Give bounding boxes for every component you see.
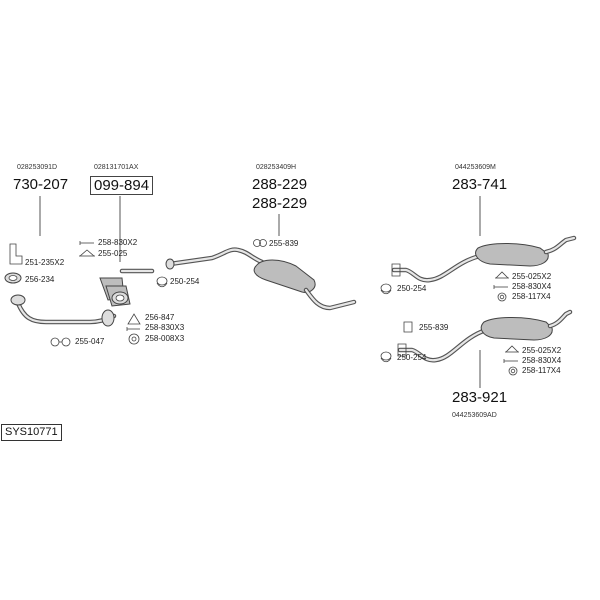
part-250-254-c[interactable]: 250-254 bbox=[397, 353, 427, 362]
clamp-255-025x2-a bbox=[495, 271, 509, 279]
oem-code-rear-top: 044253609M bbox=[455, 164, 496, 171]
system-code-label: SYS10771 bbox=[1, 424, 62, 441]
gasket-258-117x4-a bbox=[497, 292, 507, 302]
part-number-rear-bottom[interactable]: 283-921 bbox=[452, 389, 508, 406]
front-pipe bbox=[10, 294, 117, 327]
gasket-258-117x4-b bbox=[508, 366, 518, 376]
part-255-025[interactable]: 255-025 bbox=[98, 249, 128, 258]
oem-code-cat: 028131701AX bbox=[94, 164, 139, 171]
part-number-front[interactable]: 730-207 bbox=[13, 176, 69, 193]
clamp-255-025 bbox=[79, 249, 95, 257]
part-258-117x4-a[interactable]: 258-117X4 bbox=[512, 292, 551, 301]
clamp-255-025x2-b bbox=[505, 345, 519, 353]
bolt-258-830x4-a bbox=[493, 285, 508, 289]
ring-250-254-b bbox=[380, 283, 392, 295]
oem-code-middle: 028253409H bbox=[256, 164, 297, 171]
hanger-255-047 bbox=[50, 337, 71, 347]
bolt-258-830x4-b bbox=[503, 359, 518, 363]
bolt-258-830x3 bbox=[126, 327, 140, 331]
part-number-middle-b[interactable]: 288-229 bbox=[252, 195, 308, 212]
part-258-830x3[interactable]: 258-830X3 bbox=[145, 323, 185, 332]
part-255-047[interactable]: 255-047 bbox=[75, 337, 105, 346]
part-255-839-a[interactable]: 255-839 bbox=[269, 239, 299, 248]
part-250-254-a[interactable]: 250-254 bbox=[170, 277, 200, 286]
part-255-025x2-b[interactable]: 255-025X2 bbox=[522, 346, 562, 355]
part-250-254-b[interactable]: 250-254 bbox=[397, 284, 427, 293]
part-258-008x3[interactable]: 258-008X3 bbox=[145, 334, 185, 343]
gasket-256-234 bbox=[4, 272, 22, 284]
bolt-258-830x2 bbox=[79, 241, 94, 245]
part-256-847[interactable]: 256-847 bbox=[145, 313, 175, 322]
ring-250-254-a bbox=[156, 276, 168, 288]
oem-code-front: 028253091D bbox=[17, 164, 58, 171]
part-255-025x2-a[interactable]: 255-025X2 bbox=[512, 272, 552, 281]
part-256-234[interactable]: 256-234 bbox=[25, 275, 55, 284]
gasket-256-847 bbox=[127, 313, 141, 325]
part-number-cat[interactable]: 099-894 bbox=[90, 176, 154, 195]
oem-code-rear-bottom: 044253609AD bbox=[452, 412, 497, 419]
rear-silencer-283-741 bbox=[391, 235, 577, 283]
part-255-839-b[interactable]: 255-839 bbox=[419, 323, 449, 332]
hanger-255-839-a bbox=[253, 239, 267, 247]
part-258-830x4-b[interactable]: 258-830X4 bbox=[522, 356, 562, 365]
bracket-251-235x2 bbox=[9, 243, 23, 265]
ring-250-254-c bbox=[380, 351, 392, 363]
rear-silencer-283-921 bbox=[397, 309, 573, 363]
catalyst-099-894 bbox=[99, 277, 131, 307]
part-number-middle-a[interactable]: 288-229 bbox=[252, 176, 308, 193]
part-258-830x2[interactable]: 258-830X2 bbox=[98, 238, 138, 247]
middle-silencer-288-229 bbox=[165, 247, 357, 311]
part-258-830x4-a[interactable]: 258-830X4 bbox=[512, 282, 552, 291]
part-251-235x2[interactable]: 251-235X2 bbox=[25, 258, 65, 267]
part-number-rear-top[interactable]: 283-741 bbox=[452, 176, 508, 193]
part-258-117x4-b[interactable]: 258-117X4 bbox=[522, 366, 561, 375]
nut-258-008x3 bbox=[128, 333, 140, 345]
